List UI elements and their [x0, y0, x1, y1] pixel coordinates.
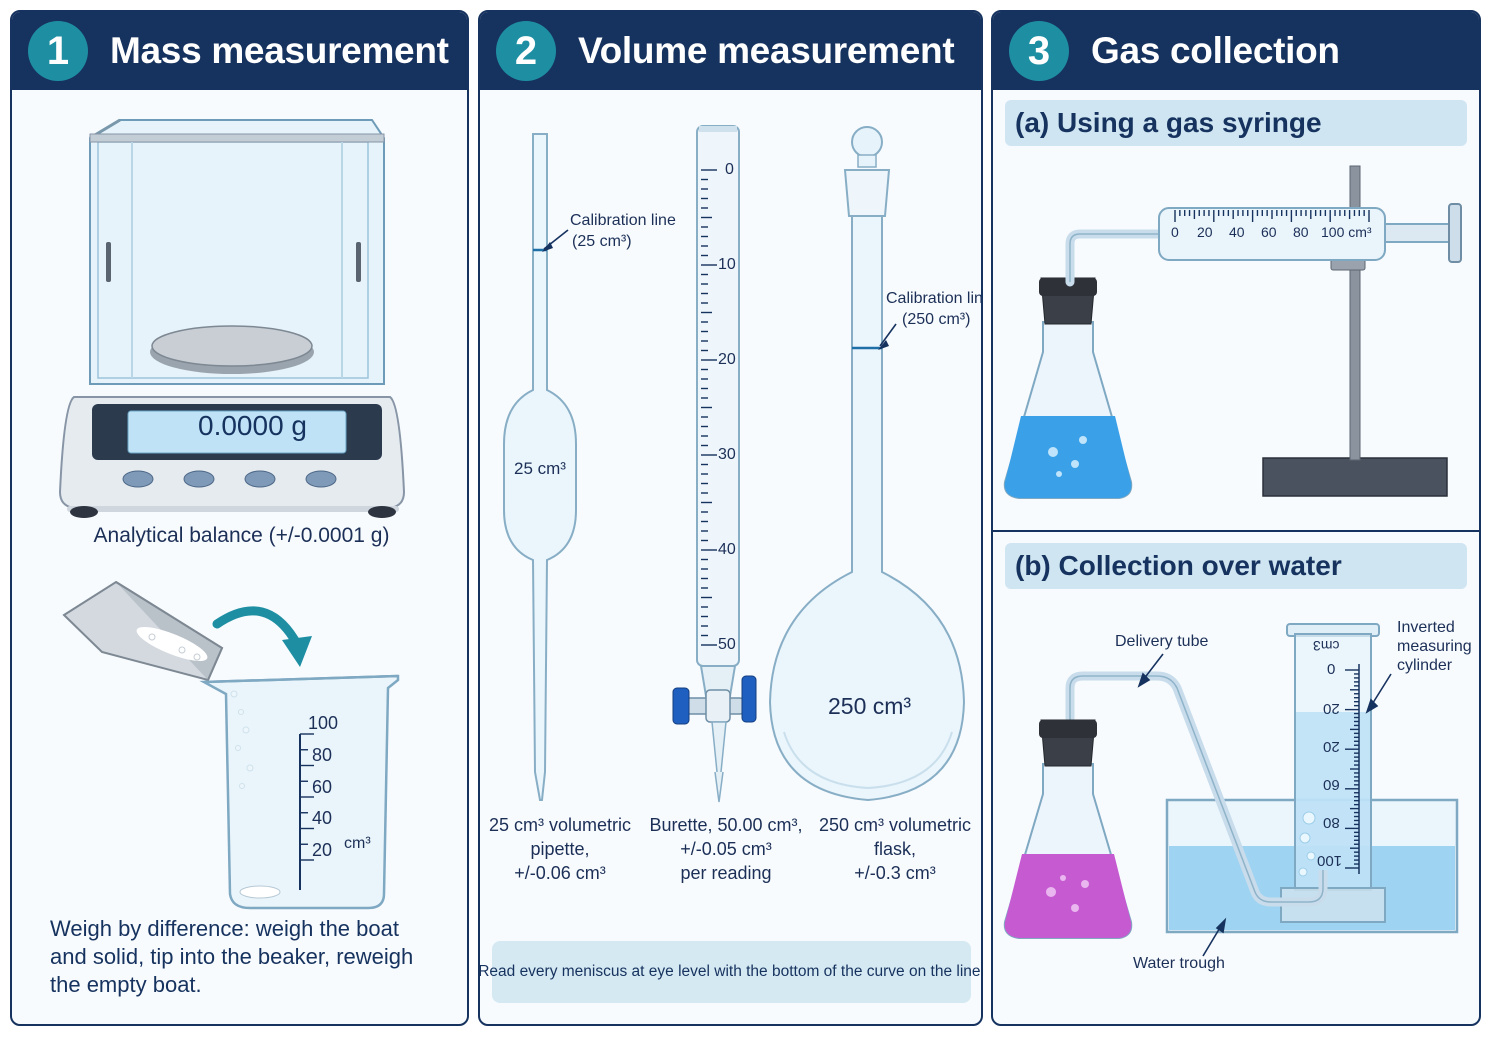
syringe-scale-80: 80 — [1293, 224, 1309, 240]
cylinder-label-2: measuring — [1397, 638, 1472, 655]
beaker-scale-ticks — [300, 733, 314, 861]
flask-body-label: 250 cm³ — [828, 693, 912, 719]
flask-calibration-label-2: (250 cm³) — [902, 311, 971, 328]
burette-scale-10: 10 — [718, 256, 736, 273]
flask-calibration-label-1: Calibration line — [886, 290, 983, 307]
conical-flask-purple-icon — [1003, 719, 1133, 939]
delivery-tube-syringe-icon — [1065, 229, 1168, 287]
flask-caption-3: +/-0.3 cm³ — [854, 863, 936, 883]
burette-scale-30: 30 — [718, 446, 736, 463]
burette-caption-2: +/-0.05 cm³ — [680, 839, 772, 859]
volumetric-pipette-icon — [503, 133, 577, 801]
label-pointers — [1137, 653, 1392, 957]
instruction-line-1: Weigh by difference: weigh the boat — [50, 916, 399, 941]
water-trough-label: Water trough — [1133, 955, 1225, 972]
conical-flask-blue-icon — [1003, 277, 1133, 499]
cylinder-label-1: Inverted — [1397, 619, 1455, 636]
burette-scale-20: 20 — [718, 351, 736, 368]
balance-display-reading: 0.0000 g — [198, 410, 307, 441]
cylinder-scale-ticks — [1345, 669, 1359, 869]
beaker-mark-80: 80 — [312, 745, 333, 765]
beaker-mark-40: 40 — [312, 808, 333, 828]
pipette-caption-1: 25 cm³ volumetric — [488, 815, 632, 835]
panel-title: Gas collection — [1091, 30, 1340, 71]
panel-title: Mass measurement — [110, 30, 449, 71]
mass-illustration — [58, 118, 406, 910]
burette-caption-3: per reading — [680, 863, 772, 883]
beaker-mark-100: 100 — [308, 713, 339, 733]
panel-mass-measurement: 1 Mass measurement — [10, 10, 469, 1026]
step-number-badge: 1 — [28, 21, 88, 81]
gas-syringe-section-title: (a) Using a gas syringe — [1005, 100, 1467, 146]
meniscus-note-box: Read every meniscus at eye level with th… — [480, 941, 981, 1003]
meniscus-note: Read every meniscus at eye level with th… — [478, 963, 983, 980]
cylinder-unit: cm3 — [1313, 638, 1340, 654]
panel-volume-measurement: 2 Volume measurement — [478, 10, 983, 1026]
cylinder-scale-0: 0 — [1327, 661, 1336, 678]
instruction-line-2: and solid, tip into the beaker, reweigh — [50, 944, 414, 969]
gas-collection-illustration — [1003, 165, 1462, 957]
pipette-caption-3: +/-0.06 cm³ — [514, 863, 606, 883]
beaker-mark-20: 20 — [312, 840, 333, 860]
inverted-measuring-cylinder-icon — [1280, 623, 1386, 923]
panel-gas-collection: 3 Gas collection (a) Using a gas syringe… — [991, 10, 1481, 1026]
syringe-scale-ticks — [1174, 210, 1370, 222]
delivery-tube-water-icon — [1065, 671, 1328, 907]
panel-header: 3 Gas collection — [993, 12, 1479, 90]
burette-scale-0: 0 — [725, 161, 734, 178]
panel-title: Volume measurement — [578, 30, 955, 71]
beaker-icon — [199, 674, 400, 910]
beaker-unit: cm³ — [344, 835, 371, 852]
cylinder-label-3: cylinder — [1397, 657, 1453, 674]
burette-scale-ticks — [701, 169, 717, 646]
gas-syringe-icon — [1158, 203, 1462, 263]
pour-arrow-icon — [212, 606, 312, 667]
step-number-badge: 2 — [496, 21, 556, 81]
pipette-calibration-label-2: (25 cm³) — [572, 233, 632, 250]
weighing-boat-icon — [62, 580, 224, 682]
cylinder-scale-100: 100 — [1317, 852, 1343, 869]
cylinder-scale-20a: 20 — [1323, 700, 1340, 717]
pipette-caption-2: pipette, — [530, 839, 590, 859]
syringe-scale-40: 40 — [1229, 224, 1245, 240]
cylinder-scale-20b: 20 — [1323, 738, 1340, 755]
section-divider — [993, 530, 1479, 532]
syringe-scale-100: 100 cm³ — [1321, 224, 1372, 240]
cylinder-scale-80: 80 — [1323, 814, 1340, 831]
syringe-scale-0: 0 — [1171, 224, 1179, 240]
volumetric-flask-icon — [768, 126, 966, 802]
panel-header: 1 Mass measurement — [12, 12, 467, 90]
pipette-bulb-label: 25 cm³ — [514, 459, 566, 478]
burette-caption-1: Burette, 50.00 cm³, — [649, 815, 803, 835]
burette-scale-50: 50 — [718, 636, 736, 653]
balance-caption: Analytical balance (+/-0.0001 g) — [93, 524, 390, 547]
pipette-calibration-label-1: Calibration line — [570, 212, 676, 229]
burette-icon — [672, 125, 757, 803]
syringe-scale-60: 60 — [1261, 224, 1277, 240]
volume-illustration — [503, 125, 966, 803]
delivery-tube-label: Delivery tube — [1115, 633, 1209, 650]
flask-caption-2: flask, — [873, 839, 916, 859]
step-number-badge: 3 — [1009, 21, 1069, 81]
syringe-scale-20: 20 — [1197, 224, 1213, 240]
cylinder-scale-60: 60 — [1323, 776, 1340, 793]
collection-over-water-section-title: (b) Collection over water — [1005, 543, 1467, 589]
flask-caption-1: 250 cm³ volumetric — [818, 815, 972, 835]
analytical-balance-icon — [58, 118, 406, 518]
panel-header: 2 Volume measurement — [480, 12, 981, 90]
beaker-mark-60: 60 — [312, 777, 333, 797]
instruction-line-3: the empty boat. — [50, 972, 202, 997]
burette-scale-40: 40 — [718, 541, 736, 558]
